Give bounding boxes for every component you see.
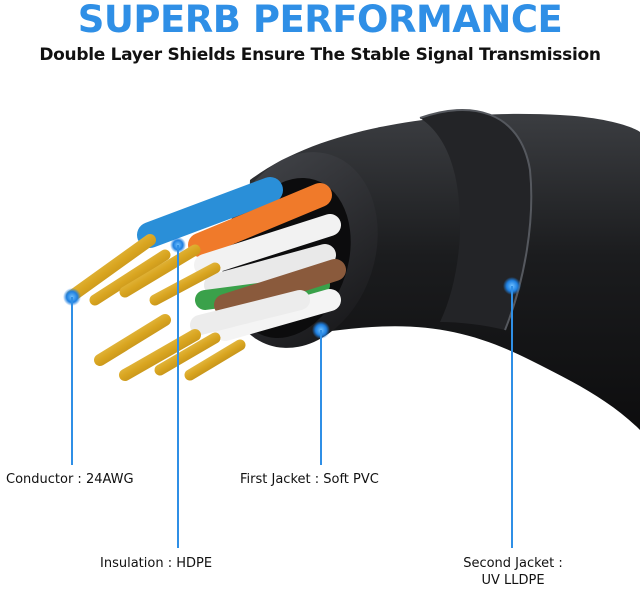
copper-conductors bbox=[66, 234, 246, 381]
callout-conductor bbox=[63, 288, 81, 465]
twisted-pair-wires bbox=[137, 177, 346, 341]
callout-second-jacket bbox=[503, 277, 521, 548]
callout-first-jacket bbox=[312, 321, 330, 465]
callout-insulation bbox=[170, 237, 186, 548]
second-jacket-edge bbox=[419, 108, 533, 331]
headline: SUPERB PERFORMANCE bbox=[77, 0, 563, 41]
conductor-label: Conductor : 24AWG bbox=[6, 472, 134, 487]
first-jacket-label: First Jacket : Soft PVC bbox=[240, 472, 379, 487]
subheadline: Double Layer Shields Ensure The Stable S… bbox=[39, 45, 601, 65]
second-jacket-label-line2: UV LLDPE bbox=[481, 573, 545, 588]
insulation-label: Insulation : HDPE bbox=[100, 556, 213, 571]
second-jacket-label-line1: Second Jacket : bbox=[463, 556, 563, 571]
second-jacket-band bbox=[420, 109, 532, 330]
second-jacket-label: Second Jacket : UV LLDPE bbox=[445, 555, 581, 589]
